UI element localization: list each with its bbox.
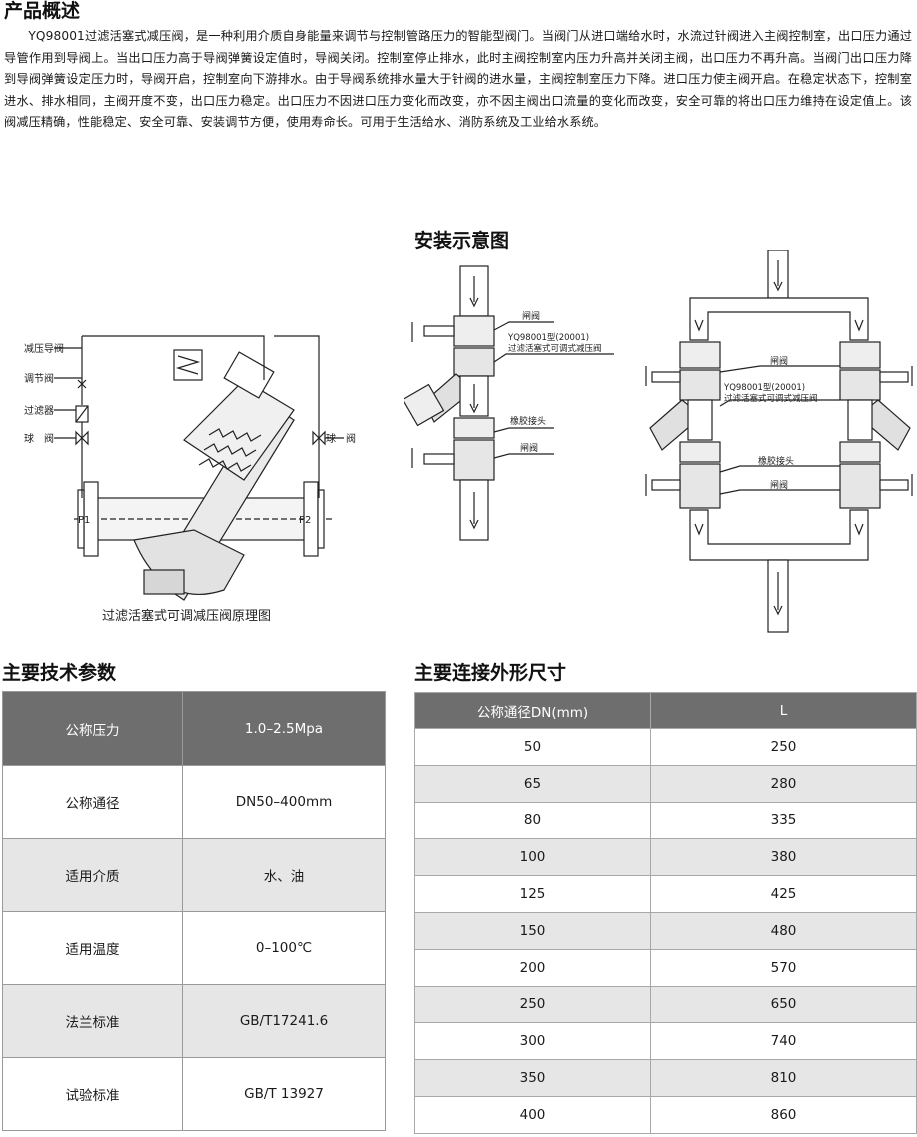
dims-title: 主要连接外形尺寸 [414, 662, 567, 684]
dimension-header-row: 公称通径DN(mm) L [414, 692, 917, 729]
l-cell: 480 [650, 911, 917, 950]
install-diagram-left: 闸阀 YQ98001型(20001) 过滤活塞式可调式减压阀 橡胶接头 闸阀 [404, 265, 614, 541]
spec-table: 公称压力 1.0–2.5Mpa 公称通径 DN50–400mm 适用介质 水、油… [2, 691, 386, 1131]
label-needle-valve: 调节阀 [24, 372, 54, 385]
spec-row: 法兰标准 GB/T17241.6 [2, 984, 386, 1058]
dn-cell: 50 [414, 728, 651, 766]
left-gate-top: 闸阀 [522, 311, 540, 322]
left-gate-bottom: 闸阀 [520, 443, 538, 454]
dn-cell: 65 [414, 764, 651, 803]
label-p1: P1 [78, 515, 90, 526]
principle-diagram: 减压导阀 调节阀 过滤器 球 阀 球 阀 P1 P2 过滤活塞式可调减压阀原理图 [24, 335, 356, 624]
spec-row: 公称通径 DN50–400mm [2, 765, 386, 839]
label-filter: 过滤器 [24, 404, 54, 417]
dimension-header-l: L [650, 692, 917, 729]
l-cell: 380 [650, 838, 917, 877]
spec-value: 1.0–2.5Mpa [182, 691, 386, 766]
l-cell: 810 [650, 1059, 917, 1097]
dn-cell: 125 [414, 875, 651, 913]
spec-label: 适用温度 [2, 911, 183, 985]
label-pilot-valve: 减压导阀 [24, 342, 64, 355]
spec-row: 试验标准 GB/T 13927 [2, 1057, 386, 1131]
right-model: YQ98001型(20001) [723, 383, 805, 393]
specs-title: 主要技术参数 [2, 662, 117, 684]
dn-cell: 150 [414, 911, 651, 950]
spec-value: DN50–400mm [182, 765, 386, 839]
dn-cell: 100 [414, 838, 651, 877]
spec-label: 公称压力 [2, 691, 183, 766]
spec-value: 水、油 [182, 838, 386, 912]
right-model-desc: 过滤活塞式可调式减压阀 [724, 393, 818, 404]
l-cell: 425 [650, 875, 917, 913]
dimension-header-dn: 公称通径DN(mm) [414, 692, 651, 729]
dn-cell: 80 [414, 801, 651, 840]
spec-label: 公称通径 [2, 765, 183, 839]
dn-cell: 300 [414, 1022, 651, 1061]
right-gate-bottom: 闸阀 [770, 480, 788, 491]
spec-label: 法兰标准 [2, 984, 183, 1058]
label-ball-valve-left: 球 阀 [24, 432, 54, 445]
label-ball-valve-right: 球 阀 [326, 432, 356, 445]
l-cell: 250 [650, 728, 917, 766]
l-cell: 335 [650, 801, 917, 840]
principle-caption: 过滤活塞式可调减压阀原理图 [102, 608, 271, 624]
dn-cell: 200 [414, 948, 651, 987]
dn-cell: 350 [414, 1059, 651, 1097]
left-model: YQ98001型(20001) [507, 333, 589, 343]
spec-row: 适用介质 水、油 [2, 838, 386, 912]
l-cell: 280 [650, 764, 917, 803]
left-rubber-joint: 橡胶接头 [510, 415, 546, 427]
install-title: 安装示意图 [414, 230, 510, 252]
dn-cell: 400 [414, 1095, 651, 1134]
l-cell: 860 [650, 1095, 917, 1134]
spec-label: 试验标准 [2, 1057, 183, 1131]
dn-cell: 250 [414, 985, 651, 1024]
l-cell: 570 [650, 948, 917, 987]
install-diagram-right: 闸阀 YQ98001型(20001) 过滤活塞式可调式减压阀 橡胶接头 闸阀 [645, 250, 913, 633]
spec-row: 公称压力 1.0–2.5Mpa [2, 691, 386, 766]
label-p2: P2 [299, 515, 311, 526]
l-cell: 740 [650, 1022, 917, 1061]
l-cell: 650 [650, 985, 917, 1024]
left-model-desc: 过滤活塞式可调式减压阀 [508, 343, 602, 354]
spec-label: 适用介质 [2, 838, 183, 912]
spec-row: 适用温度 0–100℃ [2, 911, 386, 985]
overview-body: YQ98001过滤活塞式减压阀，是一种利用介质自身能量来调节与控制管路压力的智能… [4, 29, 912, 130]
spec-value: 0–100℃ [182, 911, 386, 985]
right-gate-top: 闸阀 [770, 356, 788, 367]
spec-value: GB/T 13927 [182, 1057, 386, 1131]
right-rubber-joint: 橡胶接头 [758, 455, 794, 467]
overview-title: 产品概述 [4, 0, 81, 22]
spec-value: GB/T17241.6 [182, 984, 386, 1058]
